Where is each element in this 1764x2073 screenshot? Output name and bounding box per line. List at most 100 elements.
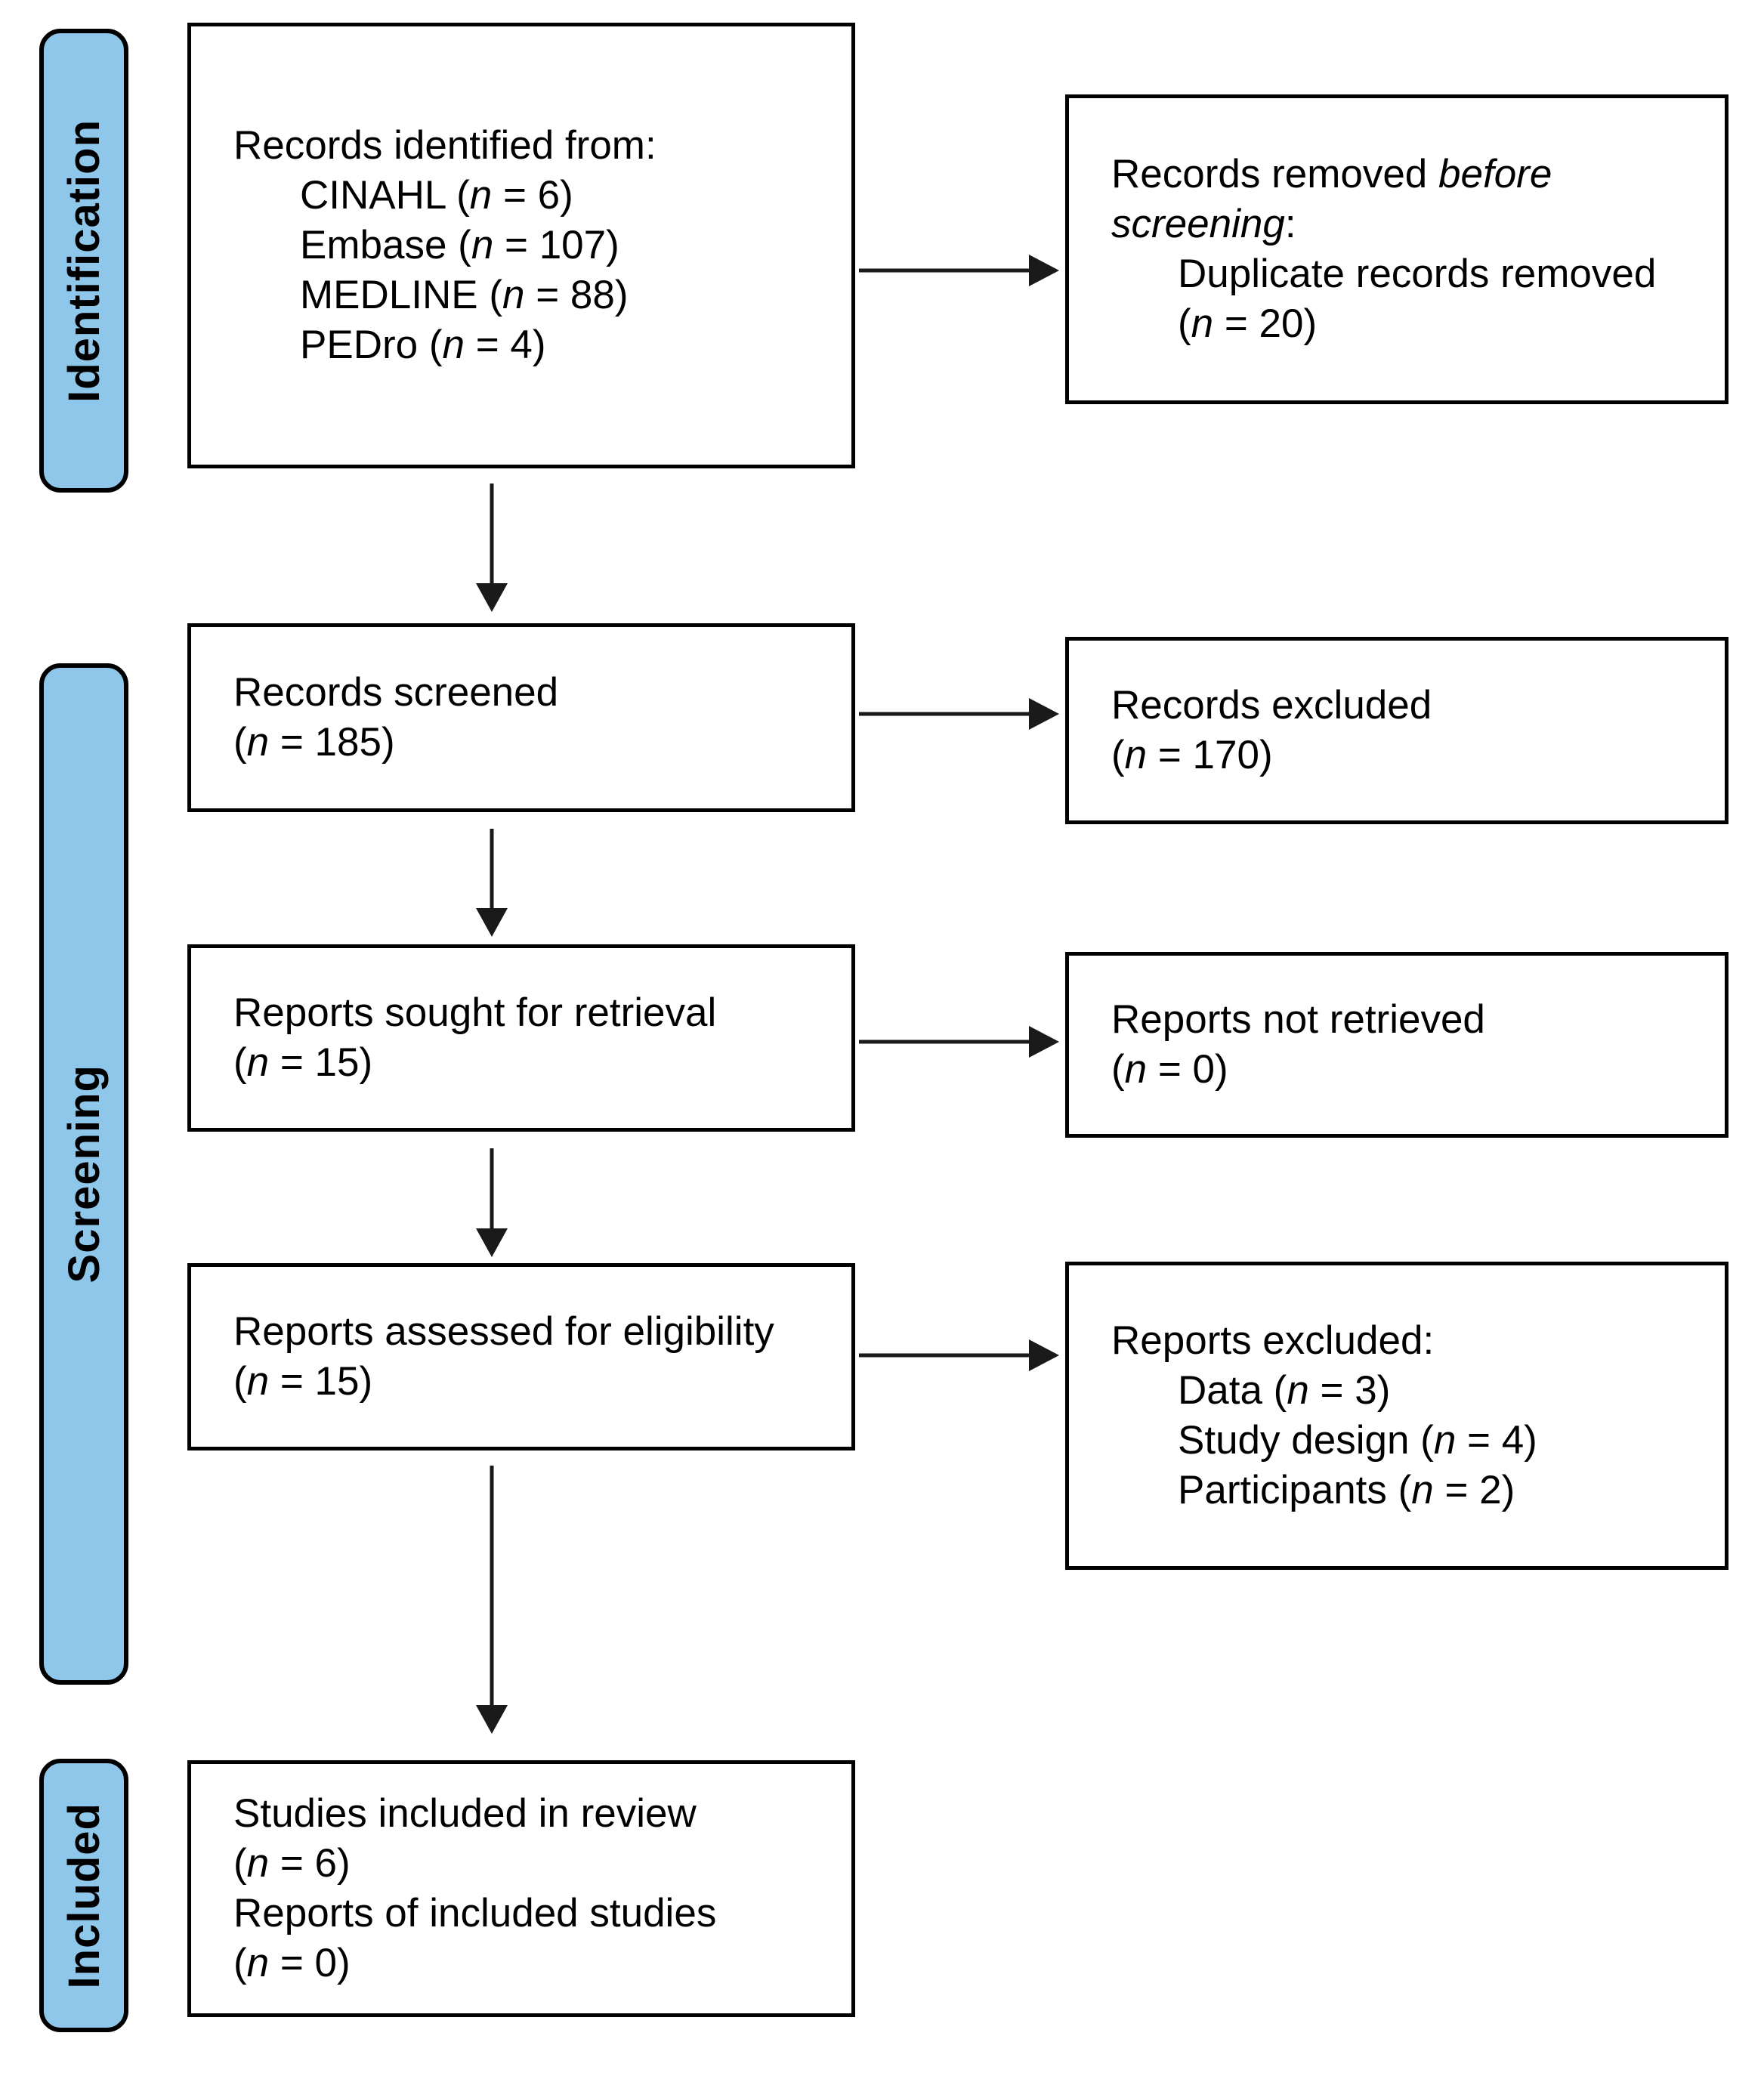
arrow-head-right-icon xyxy=(1029,1026,1059,1058)
text-line: Reports not retrieved xyxy=(1111,995,1485,1045)
text-segment: n xyxy=(246,1040,270,1085)
arrow-head-down-icon xyxy=(476,1228,508,1257)
arrow-line xyxy=(490,483,494,583)
text-line: (n = 170) xyxy=(1111,731,1432,780)
text-segment: Reports not retrieved xyxy=(1111,997,1485,1042)
text-segment: ( xyxy=(1111,1047,1125,1092)
box-records-excluded-text: Records excluded(n = 170) xyxy=(1069,681,1442,780)
text-segment: n xyxy=(1411,1468,1434,1512)
text-segment: : xyxy=(1284,202,1296,246)
text-segment: n xyxy=(502,273,525,317)
box-reports-sought: Reports sought for retrieval(n = 15) xyxy=(187,944,855,1132)
text-segment: n xyxy=(1433,1418,1457,1463)
text-segment: Embase ( xyxy=(300,223,471,267)
text-segment: n xyxy=(1287,1368,1309,1413)
text-segment: Study design ( xyxy=(1178,1418,1434,1463)
arrow-line xyxy=(859,1353,1029,1358)
text-segment: = 4) xyxy=(1456,1418,1537,1463)
text-line: Reports assessed for eligibility xyxy=(233,1307,774,1357)
text-segment: n xyxy=(442,323,465,367)
text-segment: = 3) xyxy=(1308,1368,1391,1413)
box-records-screened-text: Records screened(n = 185) xyxy=(191,668,569,768)
text-segment: n xyxy=(469,173,493,218)
text-segment: Studies included in review xyxy=(233,1791,697,1836)
box-reports-excluded: Reports excluded:Data (n = 3)Study desig… xyxy=(1065,1262,1728,1570)
text-segment: Reports assessed for eligibility xyxy=(233,1309,774,1354)
text-segment: ( xyxy=(233,1040,247,1085)
stage-label-included: Included xyxy=(59,1802,109,1989)
text-segment: = 6) xyxy=(492,173,573,218)
box-reports-assessed: Reports assessed for eligibility(n = 15) xyxy=(187,1263,855,1450)
box-studies-included-text: Studies included in review(n = 6)Reports… xyxy=(191,1789,727,1988)
stage-bar-screening: Screening xyxy=(39,663,128,1685)
text-segment: n xyxy=(1191,301,1214,346)
text-segment: ( xyxy=(1111,733,1125,777)
arrow-line xyxy=(859,712,1029,716)
arrow-head-right-icon xyxy=(1029,255,1059,286)
text-line: (n = 0) xyxy=(1111,1045,1485,1095)
text-line: Duplicate records removed xyxy=(1111,249,1656,299)
text-segment: n xyxy=(246,1941,270,1985)
box-reports-assessed-text: Reports assessed for eligibility(n = 15) xyxy=(191,1307,785,1407)
text-segment: Records excluded xyxy=(1111,683,1432,728)
text-segment: ( xyxy=(1178,301,1191,346)
stage-label-identification: Identification xyxy=(59,119,109,403)
box-studies-included: Studies included in review(n = 6)Reports… xyxy=(187,1760,855,2017)
text-segment: n xyxy=(246,1841,270,1886)
stage-label-screening: Screening xyxy=(59,1064,109,1284)
box-records-identified-text: Records identified from:CINAHL (n = 6)Em… xyxy=(191,121,667,370)
text-segment: Records identified from: xyxy=(233,123,656,168)
text-segment: ( xyxy=(233,720,247,765)
text-segment: n xyxy=(246,720,270,765)
arrow-line xyxy=(490,829,494,908)
arrow-head-down-icon xyxy=(476,908,508,937)
text-segment: = 15) xyxy=(269,1040,373,1085)
text-segment: = 2) xyxy=(1433,1468,1515,1512)
text-line: Participants (n = 2) xyxy=(1111,1466,1537,1515)
text-segment: = 20) xyxy=(1213,301,1318,346)
box-reports-sought-text: Reports sought for retrieval(n = 15) xyxy=(191,988,727,1088)
text-line: MEDLINE (n = 88) xyxy=(233,270,656,320)
text-segment: = 6) xyxy=(269,1841,351,1886)
text-line: Reports sought for retrieval xyxy=(233,988,716,1038)
text-segment: CINAHL ( xyxy=(300,173,470,218)
text-segment: Reports excluded: xyxy=(1111,1318,1435,1363)
text-line: Reports excluded: xyxy=(1111,1316,1537,1366)
arrow-head-right-icon xyxy=(1029,698,1059,730)
box-records-screened: Records screened(n = 185) xyxy=(187,623,855,812)
arrow-line xyxy=(490,1466,494,1705)
text-segment: ( xyxy=(233,1841,247,1886)
text-segment: = 15) xyxy=(269,1359,373,1404)
text-segment: = 185) xyxy=(269,720,395,765)
text-segment: = 4) xyxy=(464,323,546,367)
stage-bar-included: Included xyxy=(39,1759,128,2032)
box-records-excluded: Records excluded(n = 170) xyxy=(1065,637,1728,824)
box-reports-not-retrieved-text: Reports not retrieved(n = 0) xyxy=(1069,995,1496,1095)
text-line: Records excluded xyxy=(1111,681,1432,731)
text-segment: Records screened xyxy=(233,670,559,715)
text-line: screening: xyxy=(1111,199,1656,249)
text-segment: before xyxy=(1438,152,1552,196)
text-segment: screening xyxy=(1111,202,1285,246)
text-line: (n = 185) xyxy=(233,718,558,768)
text-line: (n = 0) xyxy=(233,1939,716,1988)
text-line: Reports of included studies xyxy=(233,1889,716,1939)
stage-bar-identification: Identification xyxy=(39,29,128,493)
text-line: Records removed before xyxy=(1111,150,1656,199)
text-segment: Duplicate records removed xyxy=(1178,252,1657,296)
box-reports-excluded-text: Reports excluded:Data (n = 3)Study desig… xyxy=(1069,1316,1548,1515)
text-line: CINAHL (n = 6) xyxy=(233,171,656,221)
text-line: Study design (n = 4) xyxy=(1111,1416,1537,1466)
text-segment: n xyxy=(1124,733,1148,777)
text-segment: n xyxy=(246,1359,270,1404)
text-segment: n xyxy=(471,223,494,267)
arrow-line xyxy=(859,1040,1029,1044)
arrow-head-down-icon xyxy=(476,583,508,612)
text-line: (n = 6) xyxy=(233,1839,716,1889)
text-segment: = 170) xyxy=(1147,733,1273,777)
text-line: Records identified from: xyxy=(233,121,656,171)
text-segment: = 0) xyxy=(269,1941,351,1985)
